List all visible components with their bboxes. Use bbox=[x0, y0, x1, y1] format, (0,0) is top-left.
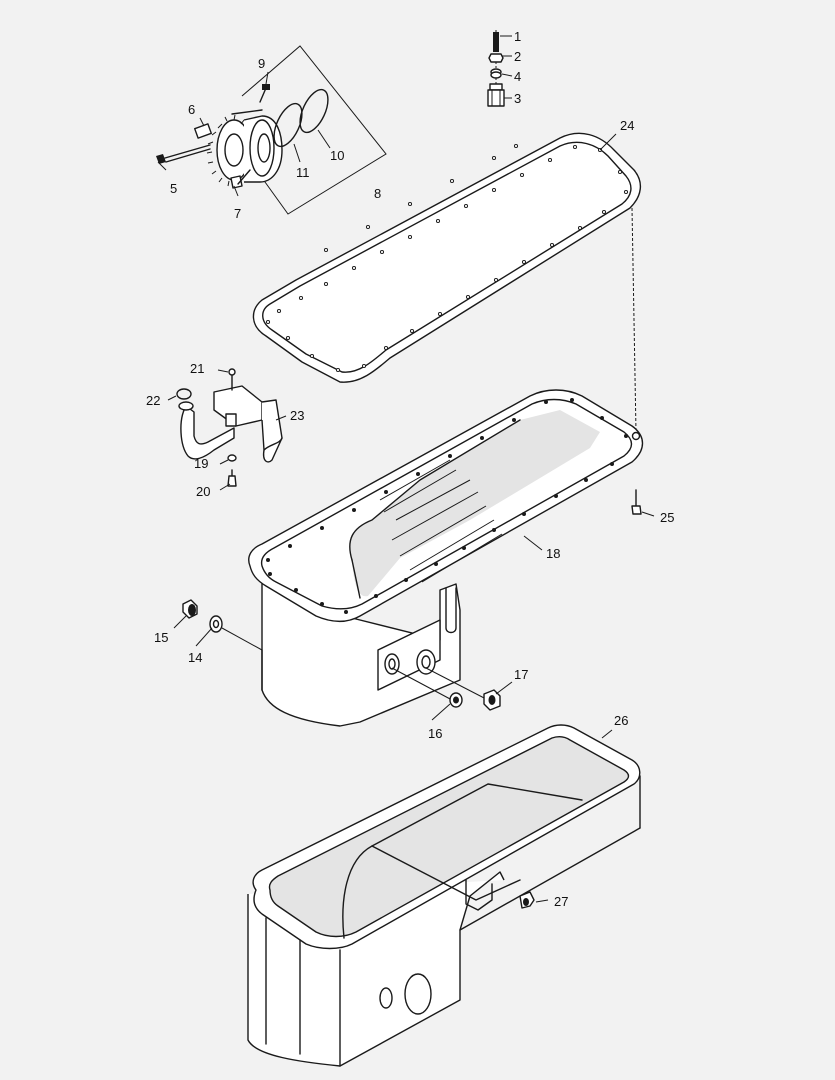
callout-17: 17 bbox=[514, 667, 528, 682]
drain-plug-assembly bbox=[487, 30, 505, 107]
callout-10: 10 bbox=[330, 148, 344, 163]
callout-23: 23 bbox=[290, 408, 304, 423]
callout-6: 6 bbox=[188, 102, 195, 117]
callout-15: 15 bbox=[154, 630, 168, 645]
upper-oil-pan bbox=[248, 389, 644, 727]
callout-25: 25 bbox=[660, 510, 674, 525]
callout-19: 19 bbox=[194, 456, 208, 471]
callout-27: 27 bbox=[554, 894, 568, 909]
drain-plugs bbox=[182, 489, 642, 711]
callout-1: 1 bbox=[514, 29, 521, 44]
lower-oil-pan bbox=[247, 724, 641, 1067]
callout-24: 24 bbox=[620, 118, 634, 133]
oil-pump-assembly bbox=[156, 45, 387, 215]
callout-26: 26 bbox=[614, 713, 628, 728]
callout-11: 11 bbox=[296, 165, 310, 180]
callout-labels: 1 2 3 4 5 6 7 8 9 10 11 14 15 16 17 18 1… bbox=[146, 29, 674, 909]
callout-14: 14 bbox=[188, 650, 202, 665]
callout-4: 4 bbox=[514, 69, 521, 84]
callout-2: 2 bbox=[514, 49, 521, 64]
callout-20: 20 bbox=[196, 484, 210, 499]
callout-9: 9 bbox=[258, 56, 265, 71]
callout-21: 21 bbox=[190, 361, 204, 376]
callout-22: 22 bbox=[146, 393, 160, 408]
oil-pickup-tube bbox=[176, 368, 283, 487]
callout-18: 18 bbox=[546, 546, 560, 561]
callout-7: 7 bbox=[234, 206, 241, 221]
callout-8: 8 bbox=[374, 186, 381, 201]
oil-pan-gasket bbox=[252, 132, 641, 433]
callout-5: 5 bbox=[170, 181, 177, 196]
callout-3: 3 bbox=[514, 91, 521, 106]
callout-16: 16 bbox=[428, 726, 442, 741]
leader-lines bbox=[157, 35, 655, 903]
